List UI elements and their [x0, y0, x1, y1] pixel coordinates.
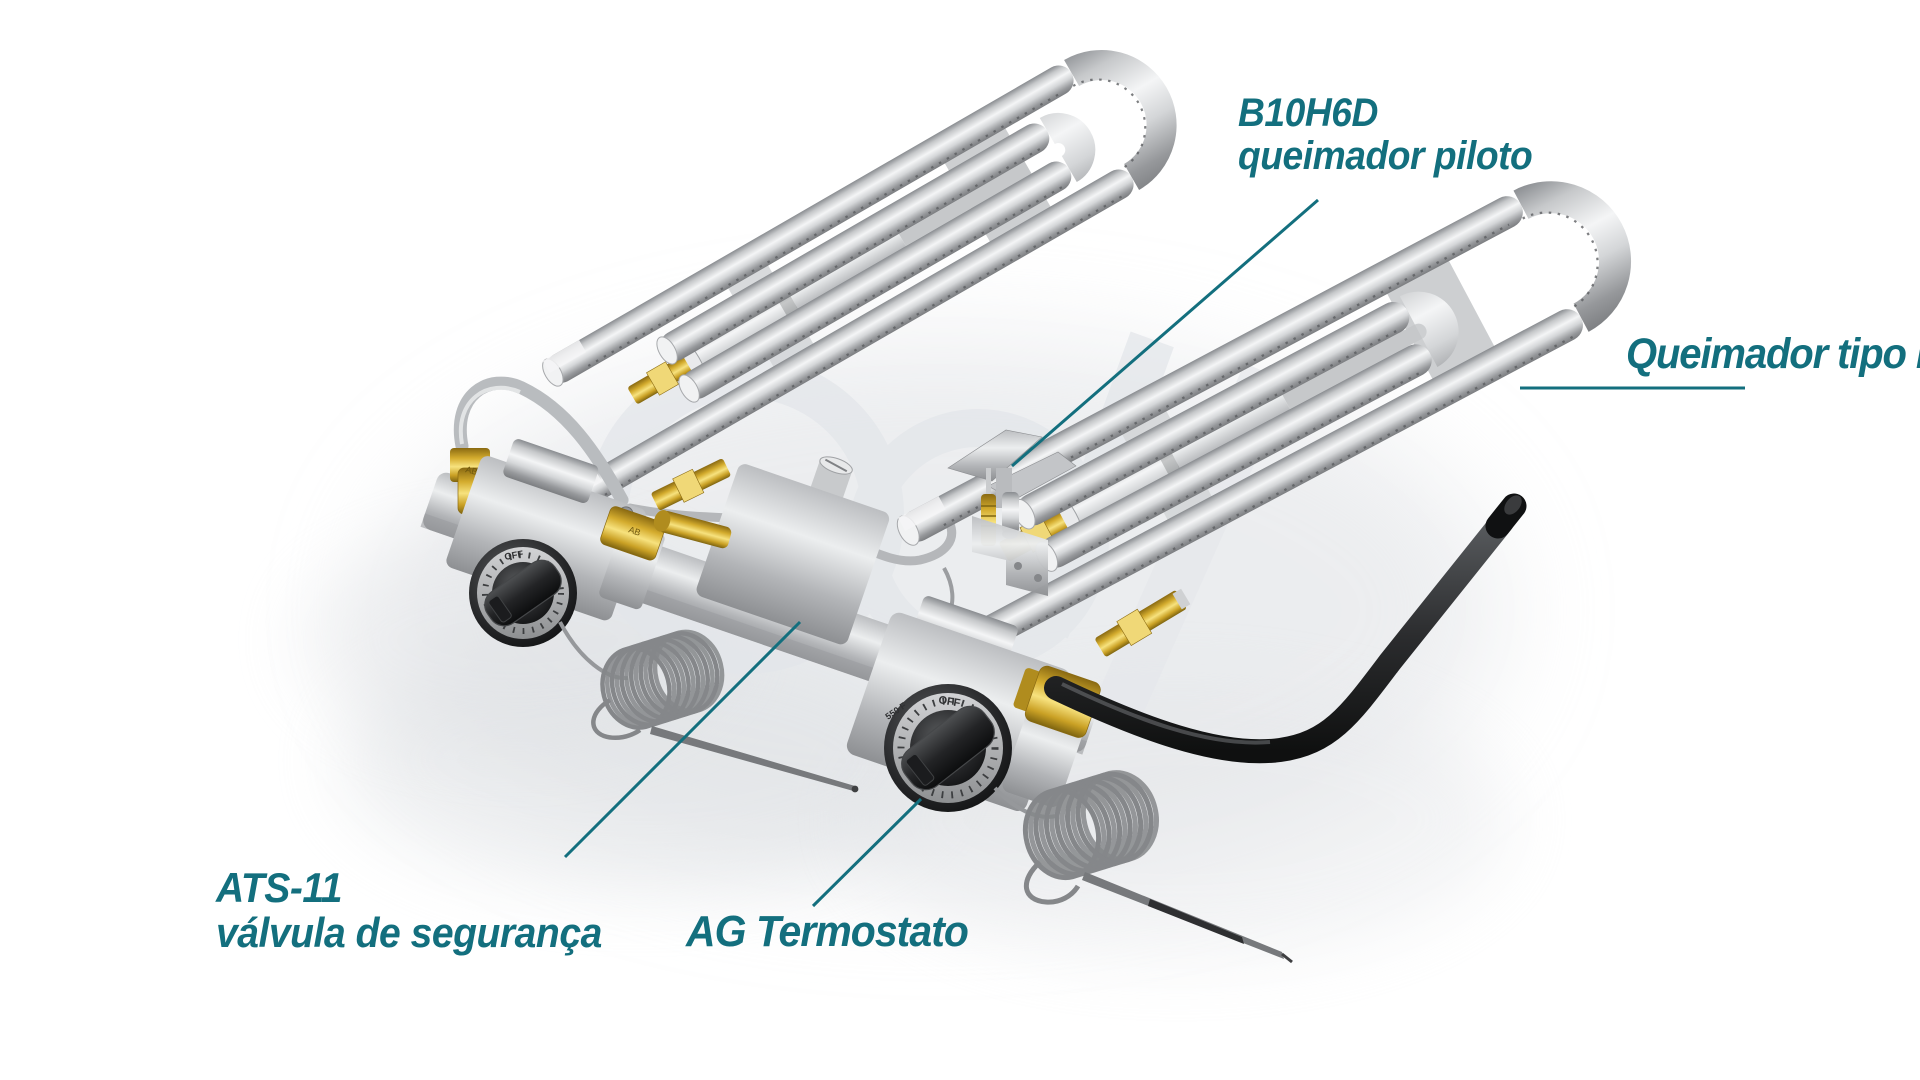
- pilot-electrode: [986, 468, 991, 496]
- pilot-bracket: [972, 516, 1048, 596]
- capillary-coil-left: [600, 629, 725, 730]
- burner-left: [542, 50, 1177, 519]
- flame-ports-right: [943, 211, 1599, 665]
- brass-hex-union-left: [651, 458, 731, 510]
- leader-safety-valve: [563, 620, 802, 859]
- label-pilot-burner: B10H6D queimador piloto: [1238, 91, 1533, 178]
- safety-dial-off: OFF: [504, 549, 525, 563]
- capillary-coil-right: [1022, 770, 1159, 881]
- safety-valve-knob: [469, 539, 577, 647]
- brass-hex-union-right: [1095, 588, 1191, 657]
- probe-left: [650, 726, 857, 792]
- probe-right-bulb: [1148, 899, 1244, 944]
- label-thermostat: AG Termostato: [686, 907, 969, 956]
- label-pilot-burner-model: B10H6D: [1238, 91, 1378, 135]
- brass-elbow-mid: [600, 506, 666, 561]
- coil-left-lead: [591, 698, 642, 740]
- label-pilot-burner-name: queimador piloto: [1238, 133, 1533, 178]
- leader-lines: [563, 198, 1745, 908]
- leader-thermostat: [811, 797, 923, 908]
- center-valve-block: [653, 456, 890, 645]
- elbow-marking-left: AB: [464, 464, 478, 477]
- leader-pilot-burner: [1011, 198, 1319, 468]
- label-burner-type-e: Queimador tipo E: [1626, 330, 1920, 378]
- thermostat-knob: [884, 684, 1012, 812]
- flame-ports-left: [587, 78, 1147, 496]
- coil-right-lead: [1023, 860, 1081, 905]
- label-safety-valve: ATS-11 válvula de segurança: [216, 864, 602, 956]
- thermostat-dial-off: OFF: [937, 694, 961, 710]
- black-gas-pipe: [1044, 493, 1527, 764]
- label-safety-valve-name: válvula de segurança: [216, 908, 602, 956]
- pilot-burner: [947, 429, 1077, 596]
- label-safety-valve-model: ATS-11: [216, 864, 342, 911]
- elbow-marking-mid: AB: [627, 524, 642, 537]
